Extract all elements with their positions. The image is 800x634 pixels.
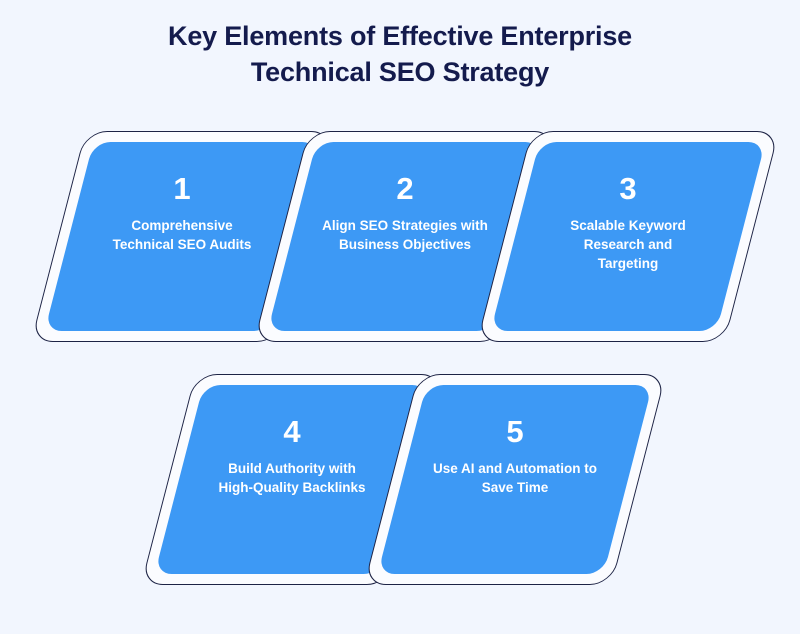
card-step-5[interactable]: 5 Use AI and Automation to Save Time: [363, 374, 667, 585]
card-step-3[interactable]: 3 Scalable Keyword Research and Targetin…: [476, 131, 780, 342]
card-content: 4 Build Authority with High-Quality Back…: [168, 374, 416, 585]
card-content: 2 Align SEO Strategies with Business Obj…: [281, 131, 529, 342]
card-content: 3 Scalable Keyword Research and Targetin…: [504, 131, 752, 342]
card-number: 2: [396, 171, 414, 206]
card-step-4[interactable]: 4 Build Authority with High-Quality Back…: [140, 374, 444, 585]
page-title-line-1: Key Elements of Effective Enterprise: [168, 21, 632, 51]
card-label: Scalable Keyword Research and Targeting: [570, 218, 686, 271]
page-title-line-2: Technical SEO Strategy: [250, 57, 550, 87]
card-step-1[interactable]: 1 Comprehensive Technical SEO Audits: [30, 131, 334, 342]
card-label: Use AI and Automation to Save Time: [433, 461, 597, 495]
card-step-2[interactable]: 2 Align SEO Strategies with Business Obj…: [253, 131, 557, 342]
card-label: Align SEO Strategies with Business Objec…: [322, 218, 488, 252]
card-number: 4: [283, 414, 301, 449]
card-content: 5 Use AI and Automation to Save Time: [391, 374, 639, 585]
card-number: 1: [173, 171, 191, 206]
card-label: Build Authority with High-Quality Backli…: [218, 461, 366, 495]
card-content: 1 Comprehensive Technical SEO Audits: [58, 131, 306, 342]
card-number: 3: [619, 171, 637, 206]
page-title: Key Elements of Effective Enterprise Tec…: [0, 18, 800, 90]
card-number: 5: [506, 414, 524, 449]
card-label: Comprehensive Technical SEO Audits: [112, 218, 252, 252]
